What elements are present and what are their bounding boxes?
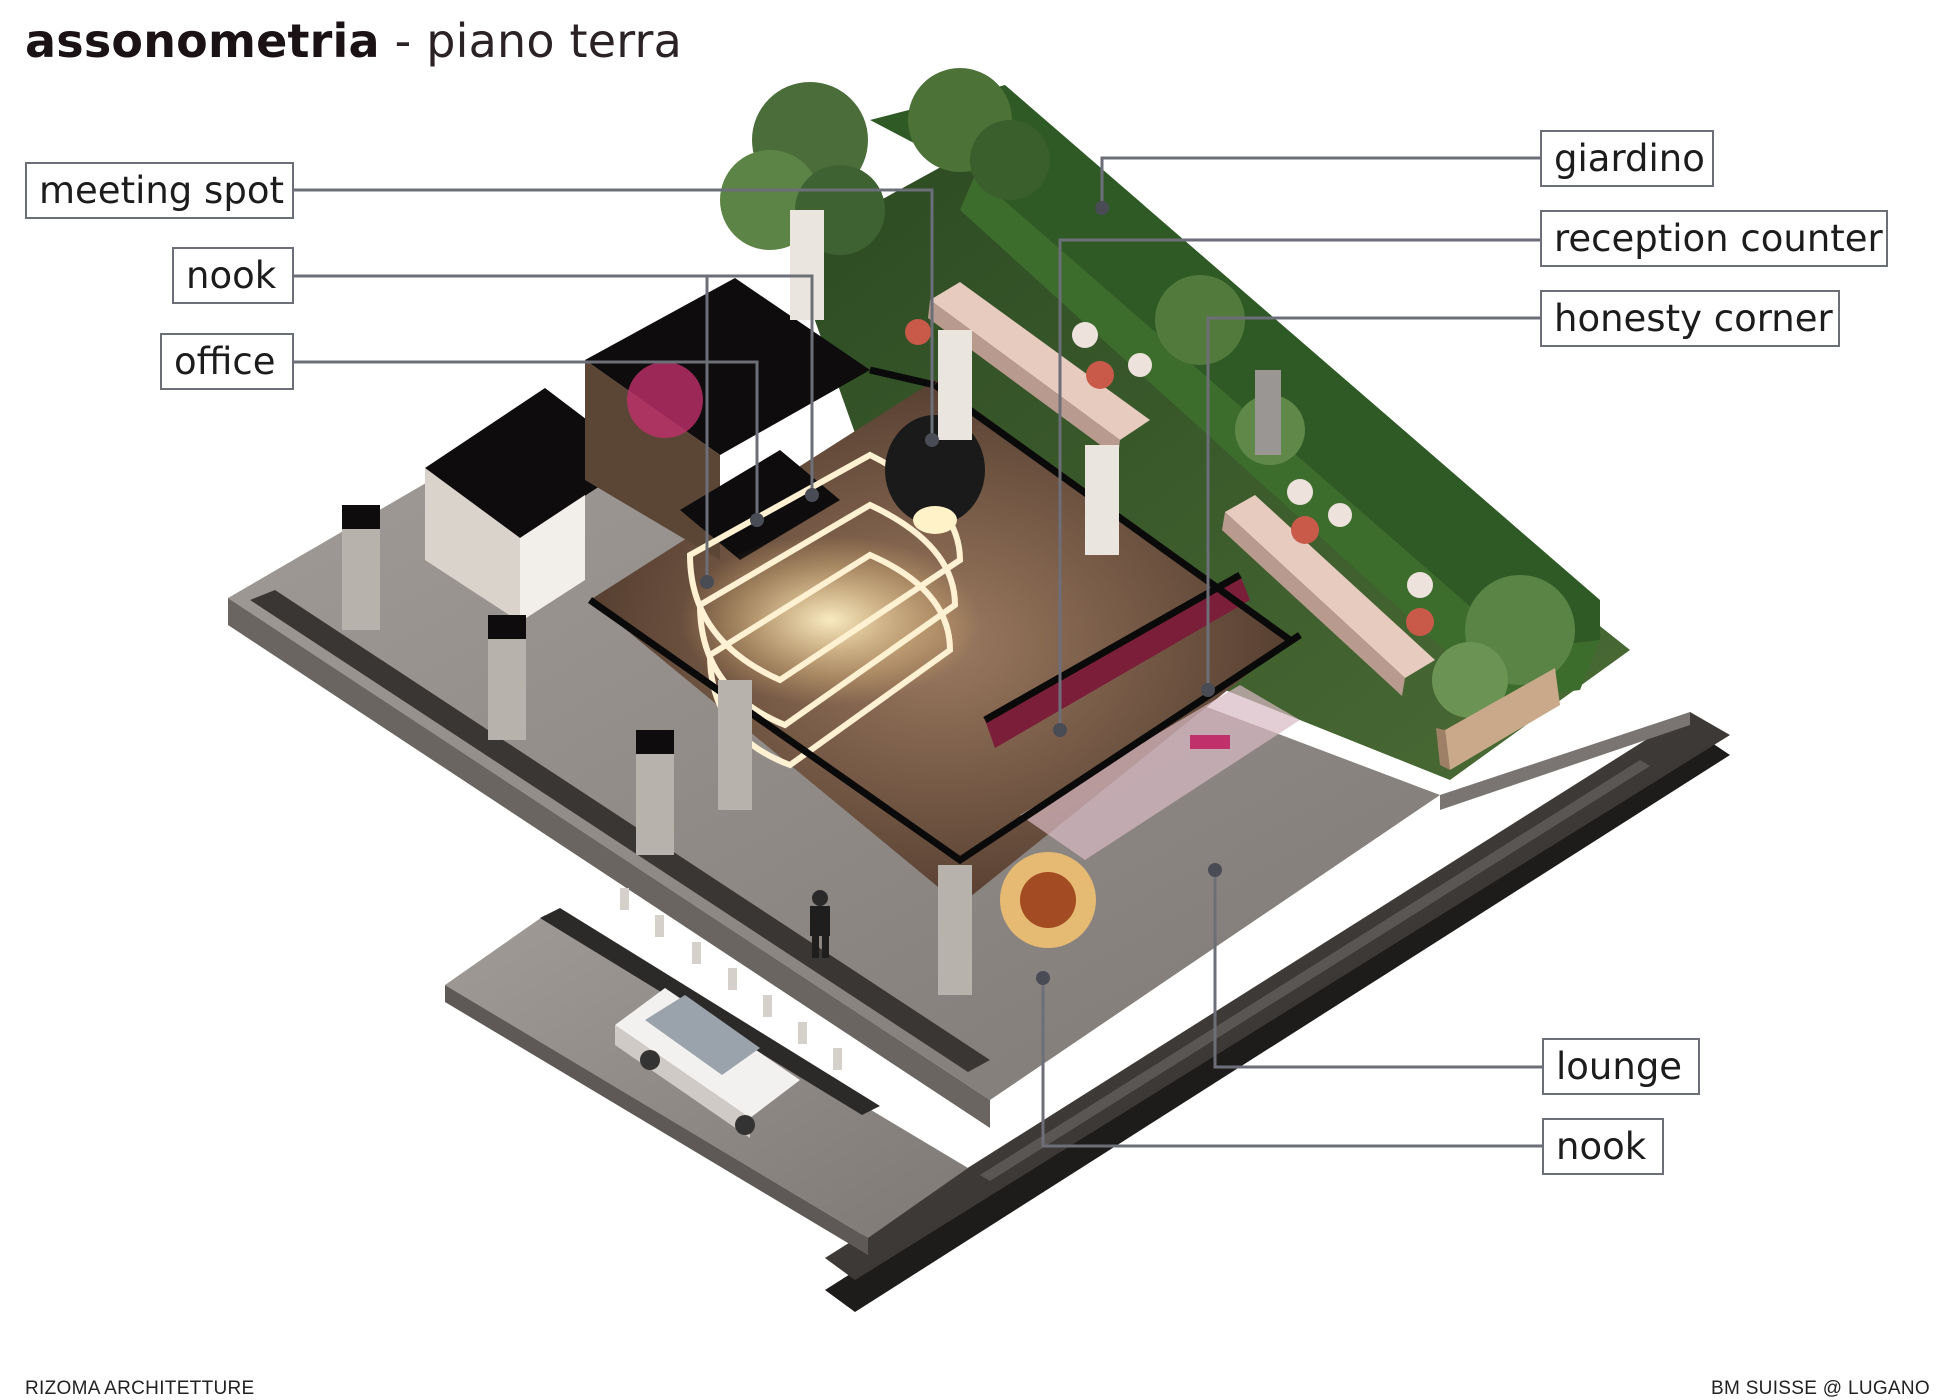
roof-volumes xyxy=(425,278,870,622)
columns xyxy=(342,210,1281,995)
garden-sofas xyxy=(905,282,1435,696)
label-reception-counter: reception counter xyxy=(1540,210,1888,267)
label-giardino: giardino xyxy=(1540,130,1714,187)
leader-honesty xyxy=(1206,316,1540,690)
footer-right: BM SUISSE @ LUGANO xyxy=(1711,1378,1930,1399)
label-office: office xyxy=(160,333,294,390)
hedge xyxy=(870,85,1600,700)
leader-lounge xyxy=(1213,870,1542,1069)
leader-giardino xyxy=(1100,156,1540,208)
leader-reception xyxy=(1058,238,1540,730)
label-honesty-corner: honesty corner xyxy=(1540,290,1840,347)
label-meeting-spot: meeting spot xyxy=(25,162,294,219)
leader-lines xyxy=(293,156,1542,1148)
pendant-lamp xyxy=(885,415,985,534)
page-title-sub: - piano terra xyxy=(379,14,683,68)
reception-counter-render xyxy=(680,451,980,769)
leader-meeting-spot xyxy=(293,188,934,440)
leader-dots xyxy=(700,201,1222,985)
car xyxy=(615,988,800,1138)
footer-left: RIZOMA ARCHITETTURE xyxy=(25,1378,255,1399)
person-figure xyxy=(810,890,830,958)
label-nook-right: nook xyxy=(1542,1118,1664,1175)
planter xyxy=(1436,668,1560,770)
leader-nook-left-2 xyxy=(705,274,812,582)
leader-nook-right xyxy=(1041,978,1542,1148)
trees xyxy=(720,68,1575,718)
leader-office xyxy=(293,360,759,520)
label-nook-left: nook xyxy=(172,247,294,304)
page-title-main: assonometria xyxy=(25,14,380,68)
lounge-render xyxy=(985,575,1300,948)
bollards xyxy=(620,888,842,1070)
road xyxy=(825,712,1730,1312)
label-lounge: lounge xyxy=(1542,1038,1700,1095)
page-title: assonometria - piano terra xyxy=(25,14,682,68)
